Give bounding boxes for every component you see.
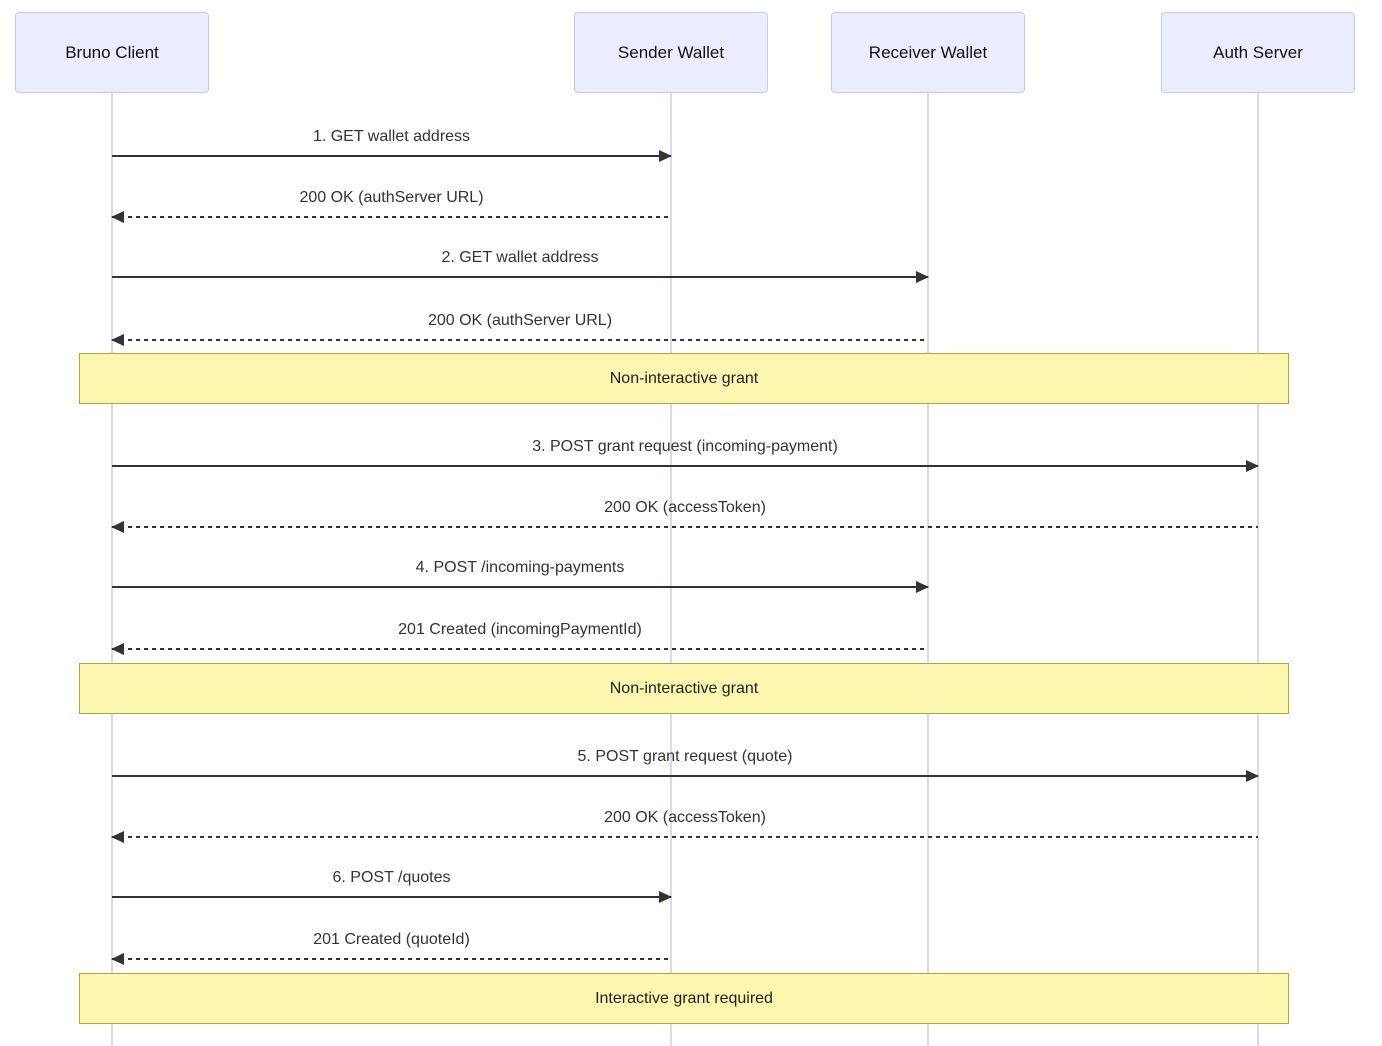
message-1: 1. GET wallet address [112,127,672,163]
arrowhead-right-icon [659,891,672,903]
band-label: Interactive grant required [595,989,773,1007]
message-label: 200 OK (authServer URL) [299,189,484,206]
message-arrow-line [112,775,1258,777]
arrowhead-left-icon [111,334,124,346]
arrowhead-left-icon [111,831,124,843]
message-arrow-line [112,339,928,341]
section-band-interactive-grant-required: Interactive grant required [79,973,1289,1024]
message-arrow-line [112,465,1258,467]
message-8: 201 Created (incomingPaymentId) [111,620,928,656]
message-label: 200 OK (accessToken) [604,499,766,516]
actor-bruno-client: Bruno Client [15,12,209,93]
actor-auth-server: Auth Server [1161,12,1355,93]
arrowhead-left-icon [111,953,124,965]
message-label: 6. POST /quotes [332,869,451,886]
actor-label: Auth Server [1213,42,1303,62]
message-label: 4. POST /incoming-payments [415,559,625,576]
message-arrow-line [112,896,671,898]
section-band-non-interactive-grant-2: Non-interactive grant [79,663,1289,714]
arrowhead-right-icon [1246,770,1259,782]
arrowhead-right-icon [659,150,672,162]
message-10: 200 OK (accessToken) [111,808,1258,844]
message-arrow-line [112,836,1258,838]
lifeline-auth-server [1257,93,1259,1046]
actor-label: Receiver Wallet [868,42,988,62]
message-label: 3. POST grant request (incoming-payment) [532,438,838,455]
message-arrow-line [112,586,928,588]
message-5: 3. POST grant request (incoming-payment) [112,437,1259,473]
arrowhead-left-icon [111,521,124,533]
message-label: 201 Created (quoteId) [313,931,470,948]
lifeline-receiver-wallet [927,93,929,1046]
lifeline-sender-wallet [670,93,672,1046]
message-6: 200 OK (accessToken) [111,498,1258,534]
message-label: 200 OK (authServer URL) [427,312,613,329]
arrowhead-left-icon [111,211,124,223]
message-arrow-line [112,648,928,650]
arrowhead-right-icon [916,271,929,283]
message-11: 6. POST /quotes [112,868,672,904]
band-label: Non-interactive grant [609,369,759,387]
actor-receiver-wallet: Receiver Wallet [831,12,1025,93]
arrowhead-right-icon [1246,460,1259,472]
message-label: 2. GET wallet address [441,249,599,266]
message-12: 201 Created (quoteId) [111,930,671,966]
actor-label: Sender Wallet [617,42,725,62]
message-arrow-line [112,216,671,218]
message-9: 5. POST grant request (quote) [112,747,1259,783]
message-arrow-line [112,958,671,960]
message-arrow-line [112,276,928,278]
message-label: 5. POST grant request (quote) [577,748,793,765]
arrowhead-left-icon [111,643,124,655]
band-label: Non-interactive grant [609,679,759,697]
actor-label: Bruno Client [65,42,159,62]
message-4: 200 OK (authServer URL) [111,311,928,347]
message-label: 1. GET wallet address [312,128,471,145]
lifeline-bruno-client [111,93,113,1046]
message-label: 201 Created (incomingPaymentId) [398,621,642,638]
actor-sender-wallet: Sender Wallet [574,12,768,93]
section-band-non-interactive-grant-1: Non-interactive grant [79,353,1289,404]
arrowhead-right-icon [916,581,929,593]
message-arrow-line [112,526,1258,528]
message-2: 200 OK (authServer URL) [111,188,671,224]
message-arrow-line [112,155,671,157]
message-label: 200 OK (accessToken) [604,809,766,826]
message-7: 4. POST /incoming-payments [112,558,929,594]
message-3: 2. GET wallet address [112,248,929,284]
